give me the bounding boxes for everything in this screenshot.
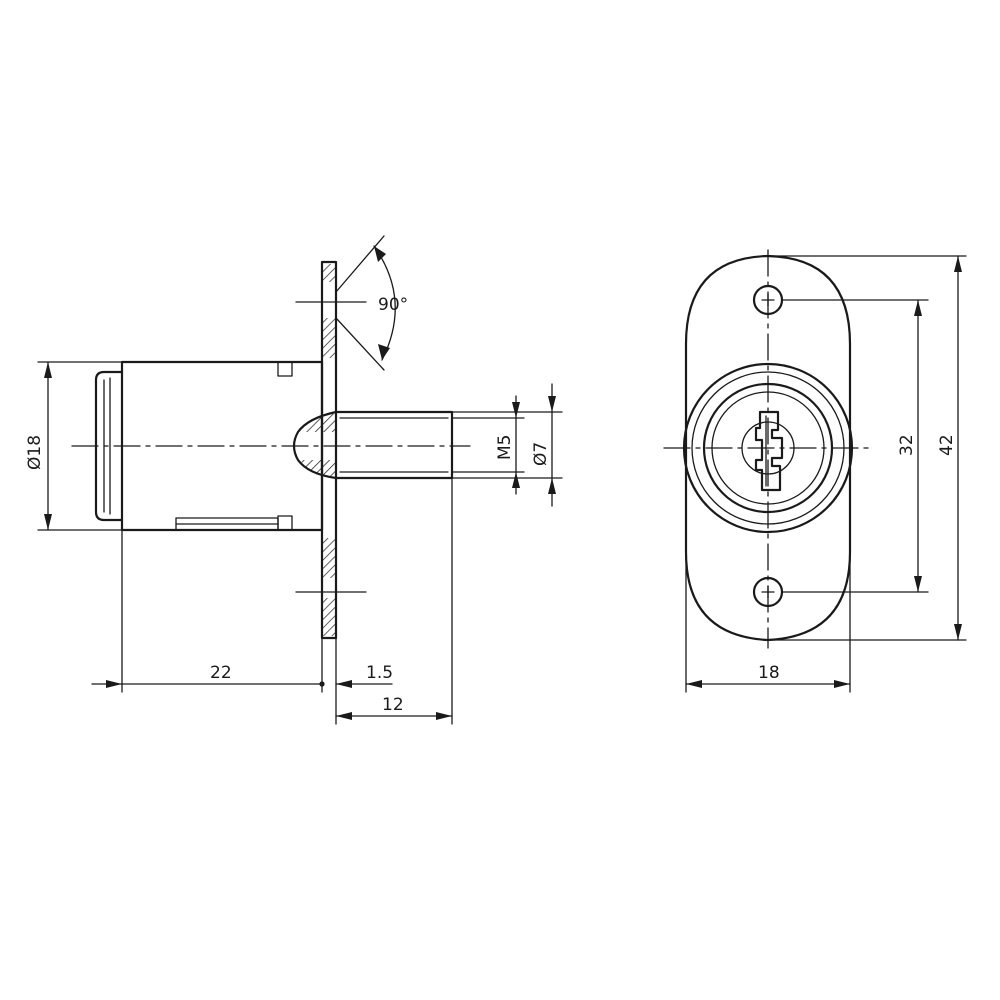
dim-flange-thickness: 1.5 [335,637,393,725]
dim-bolt-diameter: Ø7 [451,383,563,507]
keyway [754,410,784,492]
side-view: 90° Ø18 M5 Ø7 [25,235,563,725]
thread-label: M5 [495,435,515,460]
dim-width: 18 [685,551,851,693]
bolt-diameter-label: Ø7 [531,442,551,466]
flange-thickness-label: 1.5 [366,663,393,683]
dim-overall-height: 42 [767,255,967,641]
locking-bolt [292,410,454,480]
bolt-length-label: 12 [382,695,404,715]
dim-body-diameter: Ø18 [25,361,123,531]
flange-plate [320,260,338,640]
dim-body-length: 22 [91,529,325,693]
rotation-indicator: 90° [335,235,408,371]
front-view: 32 42 18 [663,249,967,693]
overall-height-label: 42 [937,434,957,456]
angle-label: 90° [378,295,408,315]
dim-bolt-length: 12 [335,477,453,725]
hole-spacing-label: 32 [897,434,917,456]
body-length-label: 22 [210,663,232,683]
body-diameter-label: Ø18 [25,435,45,470]
width-label: 18 [758,663,780,683]
dim-hole-spacing: 32 [781,299,929,593]
dim-thread: M5 [451,395,525,495]
